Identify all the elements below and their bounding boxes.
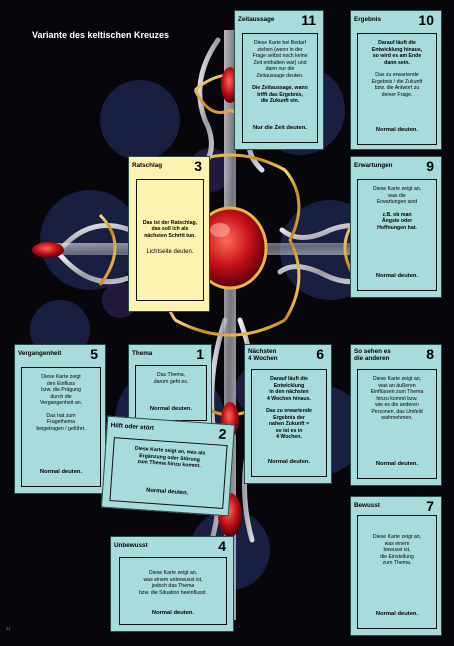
- page-title: Variante des keltischen Kreuzes: [32, 30, 170, 40]
- card-header: Ratschlag 3: [132, 158, 206, 175]
- card-header: Vergangenheit 5: [18, 346, 102, 363]
- card-header: Zeitaussage 11: [238, 12, 320, 29]
- card-number: 4: [218, 538, 226, 554]
- card-text: Das ist der Ratschlag, das soll ich als …: [142, 219, 198, 239]
- card-header: So sehen es die anderen 8: [354, 346, 438, 363]
- card-body: Diese Karte zeigt an, was einem bewusst …: [357, 515, 437, 629]
- card-body: Diese Karte zeigt den Einfluss bzw. die …: [21, 367, 101, 487]
- card-text: Diese Karte zeigt an, was einem unbewuss…: [138, 570, 208, 596]
- card-text: Diese Karte zeigt an, was die Erwartunge…: [372, 186, 422, 205]
- card-header: Nächsten 4 Wochen 6: [248, 346, 328, 363]
- card-number: 7: [426, 498, 434, 514]
- page-number: 34: [6, 626, 11, 631]
- card-naechsten-4-wochen: Nächsten 4 Wochen 6 Darauf läuft die Ent…: [244, 344, 332, 484]
- card-text: Darauf läuft die Entwicklung hinaus, so …: [371, 40, 423, 66]
- card-number: 3: [194, 158, 202, 174]
- card-hint: Normal deuten.: [151, 609, 195, 616]
- card-hint: Normal deuten.: [39, 468, 83, 475]
- card-number: 9: [426, 158, 434, 174]
- card-label: Thema: [132, 350, 153, 357]
- card-body: Darauf läuft die Entwicklung in den näch…: [251, 369, 327, 477]
- card-label: Hilft oder stört: [110, 421, 155, 432]
- card-hint: Normal deuten.: [149, 405, 193, 412]
- card-header: Ergebnis 10: [354, 12, 438, 29]
- card-label: So sehen es die anderen: [354, 348, 391, 362]
- card-unbewusst: Unbewusst 4 Diese Karte zeigt an, was ei…: [110, 536, 234, 632]
- card-hint: Normal deuten.: [267, 458, 311, 465]
- card-ergebnis: Ergebnis 10 Darauf läuft die Entwicklung…: [350, 10, 442, 150]
- card-hint: Normal deuten.: [375, 272, 419, 279]
- card-erwartungen: Erwartungen 9 Diese Karte zeigt an, was …: [350, 156, 442, 298]
- card-label: Ergebnis: [354, 16, 381, 23]
- card-body: Darauf läuft die Entwicklung hinaus, so …: [357, 33, 437, 145]
- card-number: 5: [90, 346, 98, 362]
- card-hint: Normal deuten.: [145, 487, 189, 497]
- card-hint: Normal deuten.: [375, 610, 419, 617]
- card-thema: Thema 1 Das Thema, darum geht es. Normal…: [128, 344, 212, 426]
- card-label: Unbewusst: [114, 542, 148, 549]
- card-number: 8: [426, 346, 434, 362]
- card-so-sehen-es-die-anderen: So sehen es die anderen 8 Diese Karte ze…: [350, 344, 442, 486]
- card-hint: Normal deuten.: [375, 126, 419, 133]
- card-label: Vergangenheit: [18, 350, 62, 357]
- card-vergangenheit: Vergangenheit 5 Diese Karte zeigt den Ei…: [14, 344, 106, 494]
- card-number: 10: [418, 12, 434, 28]
- card-number: 1: [196, 346, 204, 362]
- card-bewusst: Bewusst 7 Diese Karte zeigt an, was eine…: [350, 496, 442, 636]
- card-header: Erwartungen 9: [354, 158, 438, 175]
- card-body: Diese Karte zeigt an, was als Ergänzung …: [109, 437, 228, 509]
- card-text: Diese Karte zeigt an, was als Ergänzung …: [134, 445, 206, 470]
- card-hint: Normal deuten.: [375, 460, 419, 467]
- card-text-2: Das zu erwartende Ergebnis / die Zukunft…: [371, 72, 423, 98]
- card-text: Diese Karte zeigt an, was an äußeren Ein…: [370, 376, 424, 421]
- card-text-2: Die Zeitaussage, wann trifft das Ergebni…: [252, 85, 308, 104]
- card-ratschlag: Ratschlag 3 Das ist der Ratschlag, das s…: [128, 156, 210, 312]
- card-label: Zeitaussage: [238, 16, 275, 23]
- card-body: Das Thema, darum geht es. Normal deuten.: [135, 365, 207, 421]
- card-label: Ratschlag: [132, 162, 163, 169]
- card-body: Diese Karte zeigt an, was die Erwartunge…: [357, 179, 437, 291]
- card-text: Diese Karte zeigt den Einfluss bzw. die …: [39, 374, 83, 406]
- card-body: Das ist der Ratschlag, das soll ich als …: [136, 179, 204, 301]
- card-header: Unbewusst 4: [114, 538, 230, 555]
- card-header: Bewusst 7: [354, 498, 438, 515]
- card-text: Darauf läuft die Entwicklung in den näch…: [266, 376, 311, 402]
- card-text-2: z.B. ob man Ängste oder Hoffnungen hat.: [377, 211, 417, 231]
- card-body: Diese Karte zeigt an, was an äußeren Ein…: [357, 369, 437, 479]
- card-body: Diese Karte zeigt an, was einem unbewuss…: [119, 557, 227, 625]
- card-number: 11: [301, 12, 316, 28]
- card-number: 2: [218, 425, 227, 442]
- card-hint: Nur die Zeit deuten.: [252, 124, 308, 131]
- card-text: Das Thema, darum geht es.: [153, 372, 189, 385]
- card-hilft-oder-stoert: Hilft oder stört 2 Diese Karte zeigt an,…: [100, 415, 236, 517]
- card-text: Diese Karte zeigt an, was einem bewusst …: [372, 534, 422, 566]
- card-header: Thema 1: [132, 346, 208, 363]
- card-label: Nächsten 4 Wochen: [248, 348, 278, 362]
- card-text-2: Das zu erwartende Ergebnis der nahen Zuk…: [266, 408, 312, 440]
- card-zeitaussage: Zeitaussage 11 Diese Karte bei Bedarf zi…: [234, 10, 324, 150]
- card-label: Erwartungen: [354, 162, 393, 169]
- card-text-2: Das hat zum Fragethema beigetragen / gef…: [36, 412, 86, 432]
- card-label: Bewusst: [354, 502, 380, 509]
- card-text: Diese Karte bei Bedarf ziehen (wenn in d…: [252, 40, 308, 79]
- card-number: 6: [316, 346, 324, 362]
- card-hint: Lichtseite deuten.: [146, 249, 194, 255]
- card-body: Diese Karte bei Bedarf ziehen (wenn in d…: [242, 33, 318, 143]
